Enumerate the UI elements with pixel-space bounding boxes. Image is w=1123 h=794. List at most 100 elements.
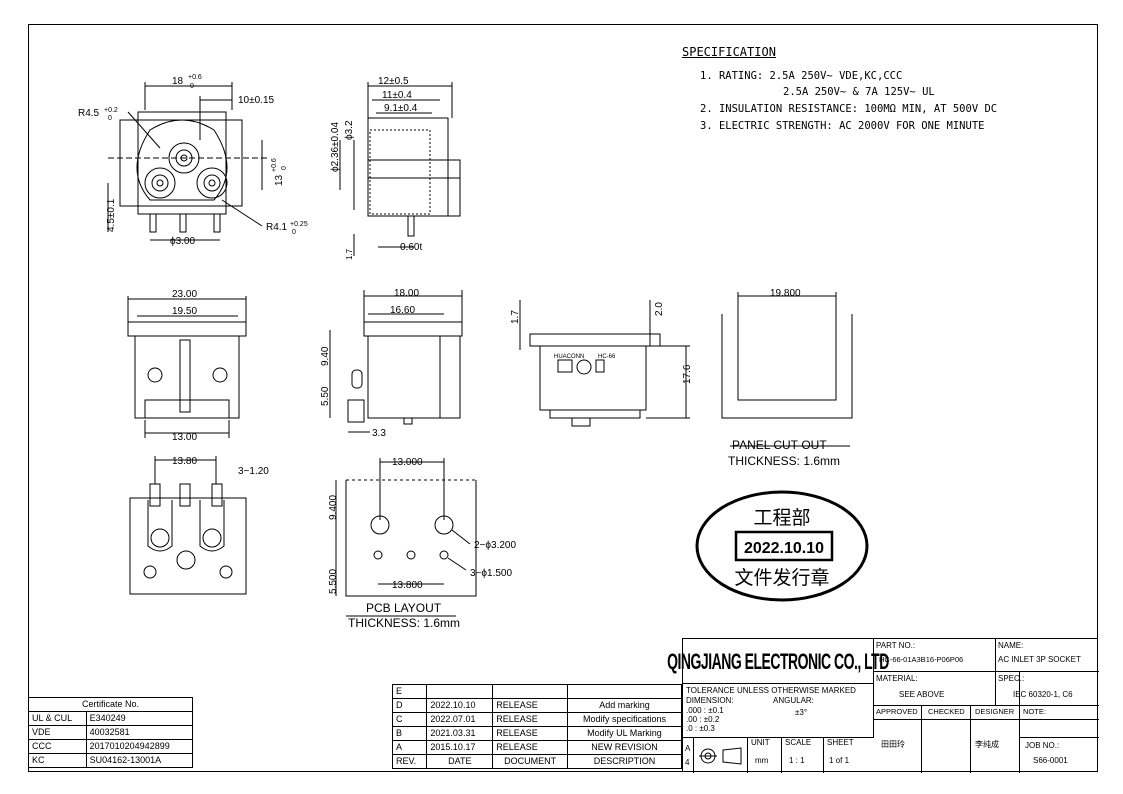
marking-brand: HUACONN <box>554 354 584 360</box>
dim-d13-tol-up: +0.6 <box>271 158 278 172</box>
cert-key: CCC <box>28 739 87 754</box>
projection-symbol-icon <box>699 747 742 765</box>
tolerance-angular: ±3° <box>795 708 808 717</box>
back-view <box>129 456 247 595</box>
spec-standard: IEC 60320-1, C6 <box>1013 690 1073 699</box>
dim-top-width-tol-up: +0.6 <box>188 74 202 81</box>
dim-bk3: 3−1.20 <box>238 466 269 477</box>
panel-cutout <box>721 292 853 447</box>
rev-cell: B <box>391 726 428 741</box>
rev-date: 2022.07.01 <box>426 712 494 727</box>
rev-cell: C <box>391 712 428 727</box>
sheet-label: SHEET <box>827 738 854 747</box>
rev-desc: NEW REVISION <box>566 740 683 755</box>
cert-value: 40032581 <box>85 725 194 740</box>
note-label: NOTE: <box>1023 707 1046 716</box>
rev-header: DESCRIPTION <box>566 754 683 769</box>
rev-header: REV. <box>391 754 428 769</box>
job-no-label: JOB NO.: <box>1025 741 1060 750</box>
approver-name: 田田玲 <box>881 740 905 749</box>
rev-header: DOCUMENT <box>492 754 568 769</box>
pcb-layout-thickness: THICKNESS: 1.6mm <box>348 616 460 630</box>
dim-b17: 1.7 <box>510 310 521 324</box>
dim-pcb138: 13.800 <box>392 580 423 591</box>
dim-d13: 13 <box>274 174 285 186</box>
dim-p166: 16.60 <box>390 305 415 316</box>
material-label: MATERIAL: <box>876 674 918 683</box>
rev-doc: RELEASE <box>492 698 568 713</box>
cert-value: SU04162-13001A <box>85 753 194 768</box>
dim-s12: 12±0.5 <box>378 76 409 87</box>
rev-doc <box>492 684 568 699</box>
designer-label: DESIGNER <box>975 707 1015 716</box>
part-no-label: PART NO.: <box>876 641 916 650</box>
rev-date: 2022.10.10 <box>426 698 494 713</box>
checked-label: CHECKED <box>928 707 965 716</box>
approved-label: APPROVED <box>876 707 918 716</box>
dim-f23: 23.00 <box>172 289 197 300</box>
dim-r45-tol-dn: 0 <box>108 115 112 122</box>
title-block: QINGJIANG ELECTRONIC CO., LTD PART NO.: … <box>667 638 1099 773</box>
stamp-top-text: 工程部 <box>753 507 810 529</box>
material: SEE ABOVE <box>899 690 945 699</box>
part-no: HC-66-01A3B16-P06P06 <box>879 655 964 664</box>
rev-desc: Modify specifications <box>566 712 683 727</box>
rev-cell: D <box>391 698 428 713</box>
tolerance-dimension-label: DIMENSION: <box>686 696 734 705</box>
rev-date: 2021.03.31 <box>426 726 494 741</box>
rev-doc: RELEASE <box>492 712 568 727</box>
cert-value: 2017010204942899 <box>85 739 194 754</box>
dim-phi236: ϕ2.36±0.04 <box>330 122 341 172</box>
cert-key: KC <box>28 753 87 768</box>
spec-line-2: 2. INSULATION RESISTANCE: 100MΩ MIN, AT … <box>700 103 998 115</box>
dim-top-width: 18 <box>172 76 184 87</box>
rev-cell: E <box>391 684 428 699</box>
tolerance-3: .0 : ±0.3 <box>686 724 715 733</box>
projection-4: 4 <box>685 758 690 767</box>
rev-desc <box>566 684 683 699</box>
tolerance-1: .000 : ±0.1 <box>686 706 724 715</box>
marking-view <box>519 300 690 427</box>
dim-pcb13: 13.000 <box>392 457 423 468</box>
cert-key: VDE <box>28 725 87 740</box>
drawing-sheet <box>28 24 1098 772</box>
scale-label: SCALE <box>785 738 812 747</box>
dim-r45-tol-up: +0.2 <box>104 107 118 114</box>
marking-model: HC-66 <box>598 354 616 360</box>
release-stamp <box>695 490 869 602</box>
dim-pcb2: 2−ϕ3.200 <box>474 540 516 551</box>
dim-d13-tol-dn: 0 <box>281 166 288 170</box>
rev-date: 2015.10.17 <box>426 740 494 755</box>
tolerance-2: .00 : ±0.2 <box>686 715 720 724</box>
spec-line-1b: 2.5A 250V~ & 7A 125V~ UL <box>783 86 935 98</box>
dim-phi3: ϕ3.00 <box>170 236 196 247</box>
panel-cutout-title: PANEL CUT-OUT <box>732 438 827 452</box>
rev-doc: RELEASE <box>492 726 568 741</box>
dim-f195: 19.50 <box>172 306 197 317</box>
rev-desc: Add marking <box>566 698 683 713</box>
dim-r41: R4.1 <box>266 222 288 233</box>
job-no: S66-0001 <box>1033 756 1068 765</box>
rev-doc: RELEASE <box>492 740 568 755</box>
dim-b20: 2.0 <box>654 302 665 316</box>
stamp-date: 2022.10.10 <box>744 540 824 557</box>
pcb-layout-title: PCB LAYOUT <box>366 601 442 615</box>
dim-s11: 11±0.4 <box>382 90 412 101</box>
spec-line-3: 3. ELECTRIC STRENGTH: AC 2000V FOR ONE M… <box>700 120 985 132</box>
terminal-front-view <box>127 296 247 438</box>
dim-bk1380: 13.80 <box>172 456 197 467</box>
dim-top-width-tol-dn: 0 <box>190 83 194 90</box>
stamp-bottom-text: 文件发行章 <box>734 567 829 589</box>
dim-d10: 10±0.15 <box>238 95 275 106</box>
dim-s91: 9.1±0.4 <box>384 103 418 114</box>
spec-heading: SPECIFICATION <box>682 45 776 59</box>
dim-r41-tol-up: +0.25 <box>290 221 308 228</box>
dim-pcb55: 5.500 <box>328 569 339 594</box>
dim-p55: 5.50 <box>320 386 331 406</box>
dim-r41-tol-dn: 0 <box>292 229 296 236</box>
dim-b176: 17.6 <box>682 364 693 384</box>
dim-s17: 1.7 <box>345 248 354 260</box>
dim-s060: 0.60t <box>400 242 422 253</box>
